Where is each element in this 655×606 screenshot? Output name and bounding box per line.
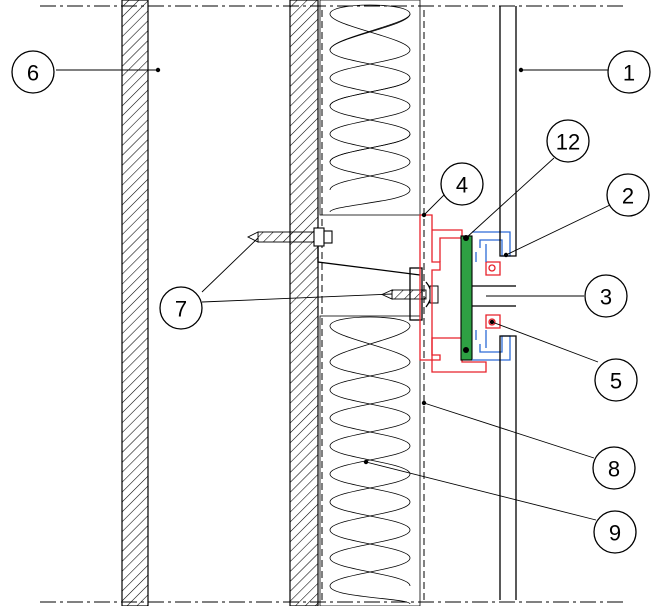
svg-text:4: 4: [456, 173, 468, 198]
callout-5: 5: [594, 358, 638, 402]
anchor-screw-wall: [246, 227, 333, 247]
svg-text:2: 2: [622, 184, 634, 209]
svg-text:5: 5: [610, 369, 622, 394]
svg-text:6: 6: [27, 61, 39, 86]
svg-text:3: 3: [600, 285, 612, 310]
green-gasket: [460, 235, 473, 361]
svg-text:8: 8: [608, 457, 620, 482]
callout-12: 12: [546, 119, 590, 163]
blue-profile-upper: [472, 231, 511, 262]
blue-profile-lower: [472, 330, 511, 361]
masonry-wall-left: [121, 0, 149, 606]
callout-9: 9: [593, 510, 637, 554]
callout-6: 6: [11, 50, 55, 94]
callout-4: 4: [440, 162, 484, 206]
insulation-bottom: [319, 315, 421, 606]
facade-panel: [472, 6, 517, 600]
svg-text:7: 7: [175, 297, 187, 322]
svg-text:9: 9: [609, 521, 621, 546]
wall-bracket: [317, 230, 423, 321]
callout-3: 3: [584, 274, 628, 318]
aluminium-profile-red: [419, 214, 501, 373]
callout-7: 7: [159, 286, 203, 330]
svg-text:12: 12: [556, 130, 580, 155]
callout-1: 1: [607, 50, 651, 94]
svg-text:1: 1: [623, 61, 635, 86]
leader-lines: [56, 67, 611, 521]
callout-8: 8: [592, 446, 636, 490]
callout-2: 2: [606, 173, 650, 217]
masonry-wall-right: [289, 0, 319, 606]
insulation-top: [319, 0, 421, 216]
